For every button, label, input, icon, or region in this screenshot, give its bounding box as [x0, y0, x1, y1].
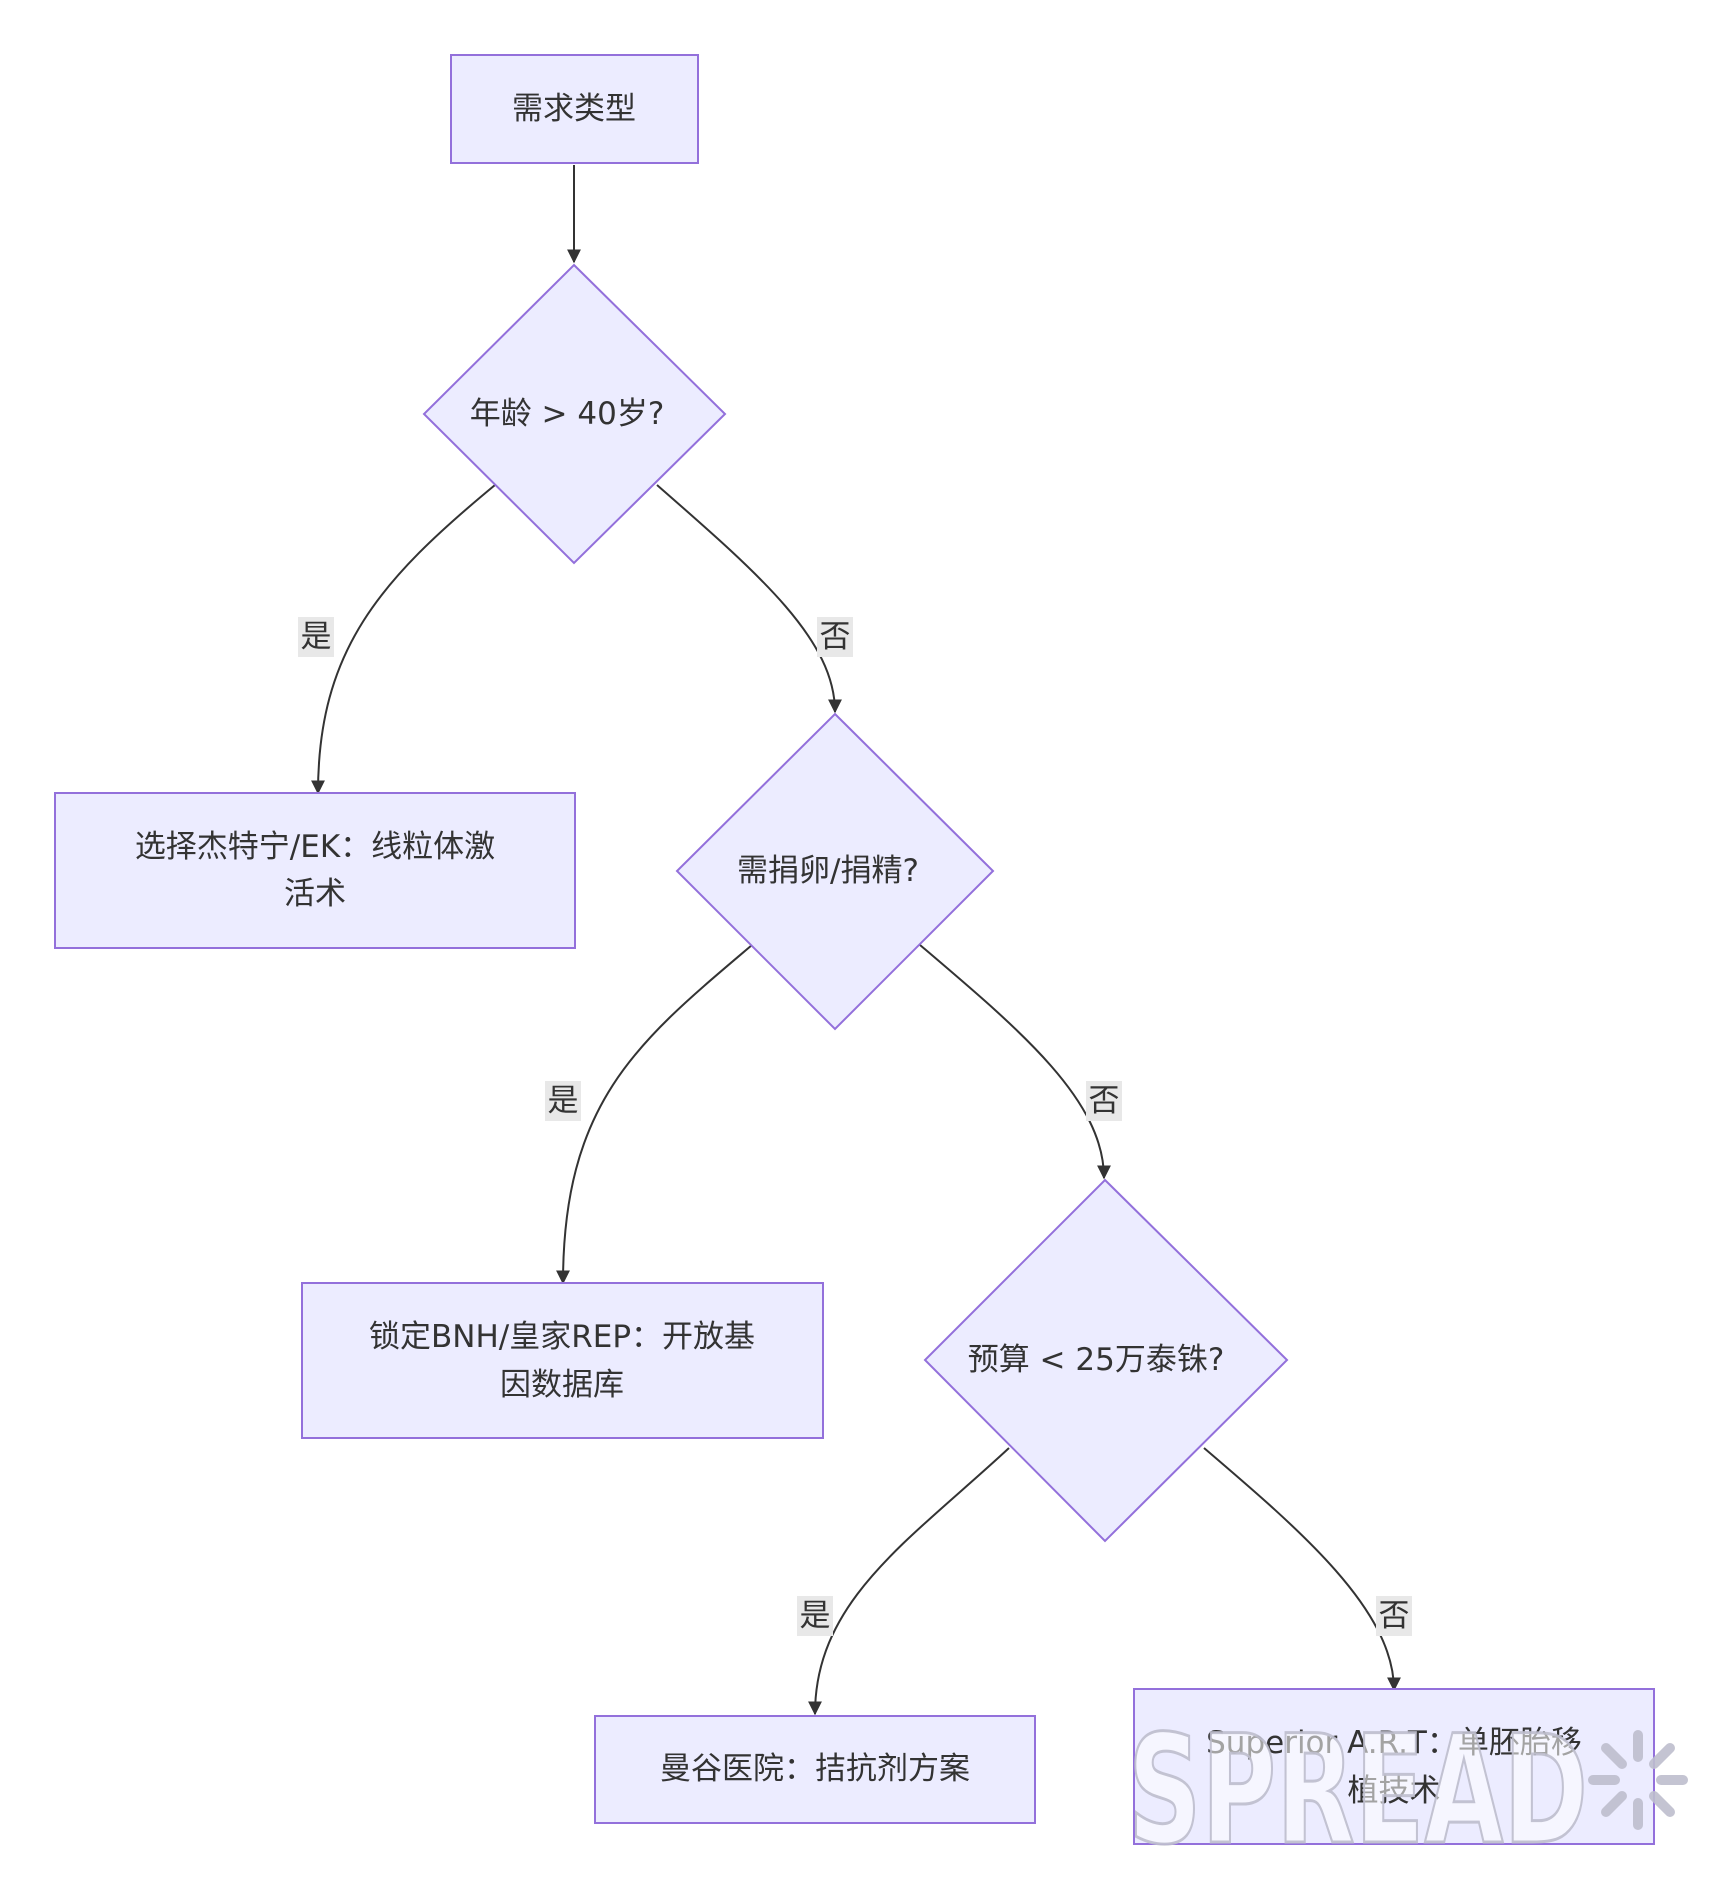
- edge-age-no: [656, 484, 842, 714]
- node-age-diamond: [422, 263, 727, 565]
- edge-label-age-yes: 是: [298, 617, 334, 657]
- edge-label-donor-yes: 是: [545, 1081, 581, 1121]
- node-result-bnh-box: [301, 1282, 824, 1439]
- node-result-bnh-line2: 因数据库: [500, 1367, 624, 1403]
- node-age-label: 年龄 > 40岁?: [470, 396, 665, 432]
- node-budget-diamond: [923, 1178, 1289, 1543]
- node-start-label: 需求类型: [512, 91, 636, 127]
- edge-label-text: 是: [301, 619, 332, 655]
- edge-label-bg: [817, 617, 853, 657]
- edge-label-donor-no: 否: [1086, 1081, 1122, 1121]
- node-age-decision: 年龄 > 40岁?: [422, 263, 727, 565]
- edges: [311, 165, 1401, 1716]
- edge-label-bg: [545, 1081, 581, 1121]
- edge-label-bg: [1086, 1081, 1122, 1121]
- edge-label-bg: [298, 617, 334, 657]
- edge-label-budget-no: 否: [1376, 1596, 1412, 1636]
- node-budget-label: 预算 < 25万泰铢?: [968, 1342, 1225, 1378]
- nodes: 需求类型 年龄 > 40岁? 选择杰特宁/EK：线粒体激 活术 需捐卵/捐精? …: [54, 54, 1655, 1845]
- edge-label-text: 否: [1089, 1083, 1120, 1119]
- watermark-star-icon: [1588, 1730, 1688, 1830]
- node-result-jetanin-box: [54, 792, 576, 949]
- node-result-jetanin-line2: 活术: [284, 876, 346, 912]
- edge-budget-yes: [808, 1447, 1010, 1716]
- edge-label-text: 是: [548, 1083, 579, 1119]
- edge-age-yes: [311, 484, 496, 795]
- edge-budget-no: [1203, 1447, 1401, 1692]
- node-donor-diamond: [675, 712, 995, 1031]
- node-result-bangkok: 曼谷医院：拮抗剂方案: [594, 1715, 1036, 1824]
- edge-label-bg: [797, 1596, 833, 1636]
- edge-label-bg: [1376, 1596, 1412, 1636]
- node-result-superior-line1: Superior A.R.T：单胚胎移: [1206, 1725, 1582, 1761]
- node-start: 需求类型: [450, 54, 699, 164]
- node-result-bangkok-label: 曼谷医院：拮抗剂方案: [660, 1751, 970, 1787]
- edge-label-text: 否: [820, 619, 851, 655]
- node-result-bnh-line1: 锁定BNH/皇家REP：开放基: [369, 1319, 755, 1355]
- node-start-box: [450, 54, 699, 164]
- edge-label-text: 是: [800, 1598, 831, 1634]
- edge-label-text: 否: [1379, 1598, 1410, 1634]
- edge-donor-no: [919, 944, 1111, 1180]
- node-result-jetanin: 选择杰特宁/EK：线粒体激 活术: [54, 792, 576, 949]
- watermark-text: SPREAD: [1128, 1704, 1588, 1878]
- node-result-bnh: 锁定BNH/皇家REP：开放基 因数据库: [301, 1282, 824, 1439]
- node-result-superior: Superior A.R.T：单胚胎移 植技术: [1133, 1688, 1655, 1845]
- node-result-jetanin-line1: 选择杰特宁/EK：线粒体激: [135, 829, 495, 865]
- node-budget-decision: 预算 < 25万泰铢?: [923, 1178, 1289, 1543]
- node-result-superior-line2: 植技术: [1348, 1773, 1441, 1809]
- node-result-superior-box: [1133, 1688, 1655, 1845]
- edge-label-age-no: 否: [817, 617, 853, 657]
- node-donor-label: 需捐卵/捐精?: [737, 853, 919, 889]
- edge-labels: 是 否 是 否 是 否: [298, 617, 1412, 1636]
- edge-donor-yes: [556, 944, 753, 1285]
- node-result-bangkok-box: [594, 1715, 1036, 1824]
- node-donor-decision: 需捐卵/捐精?: [675, 712, 995, 1031]
- watermark: SPREAD: [1127, 1703, 1688, 1880]
- edge-label-budget-yes: 是: [797, 1596, 833, 1636]
